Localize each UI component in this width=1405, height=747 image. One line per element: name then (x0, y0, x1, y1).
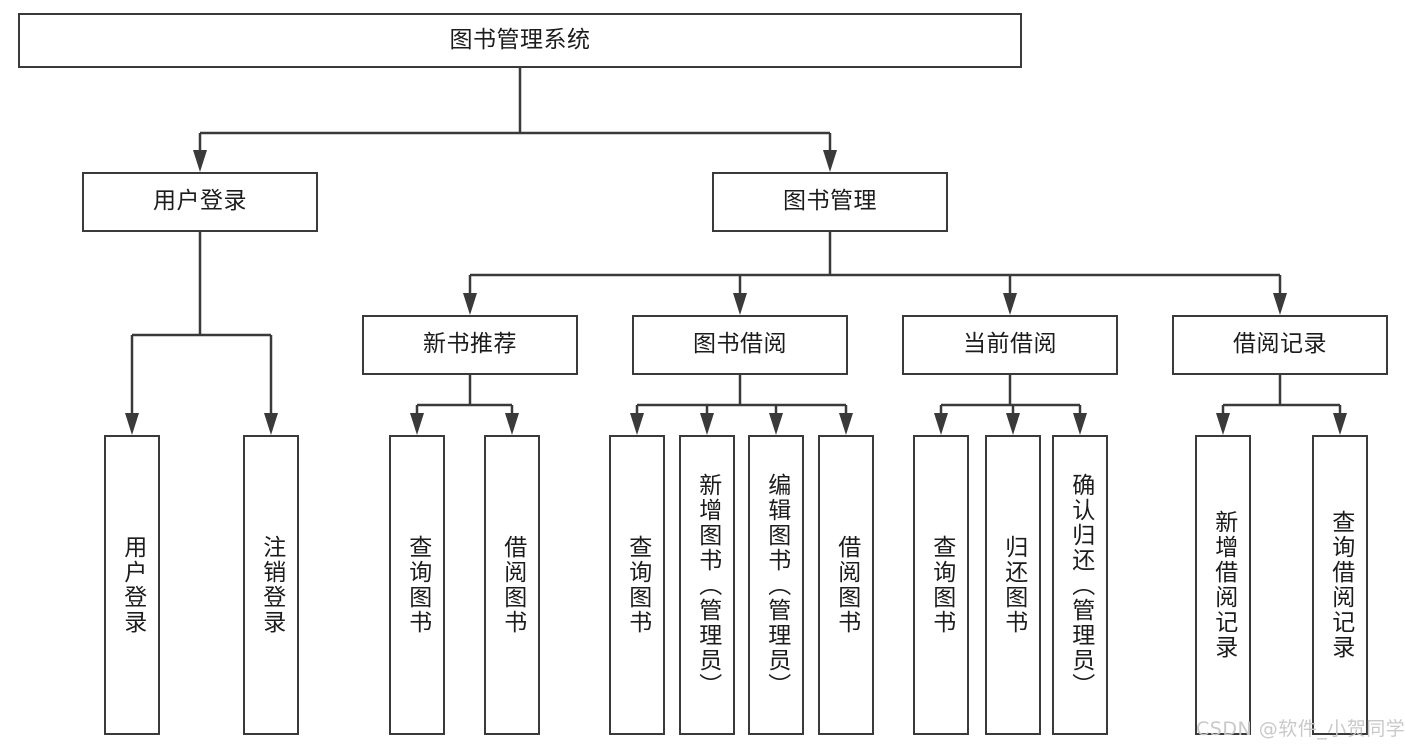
node-label: 借阅图书 (499, 535, 526, 635)
node-label: 新增借阅记录 (1210, 510, 1237, 660)
arrowhead-icon (463, 293, 477, 315)
node-user_login: 用户登录 (82, 172, 318, 232)
node-leaf_borrow_book_1: 借阅图书 (484, 435, 540, 735)
node-label: 查询图书 (624, 535, 651, 635)
node-label: 当前借阅 (963, 331, 1057, 358)
node-label: 图书管理 (783, 188, 877, 215)
arrowhead-icon (934, 413, 948, 435)
node-label: 图书管理系统 (449, 26, 591, 53)
node-leaf_edit_book: 编辑图书（管理员） (748, 435, 804, 735)
node-book_borrow: 图书借阅 (632, 315, 848, 375)
node-label: 新增图书（管理员） (694, 472, 721, 698)
node-label: 查询图书 (928, 535, 955, 635)
arrowhead-icon (839, 413, 853, 435)
node-label: 新书推荐 (423, 331, 517, 358)
node-leaf_return_book: 归还图书 (985, 435, 1041, 735)
node-leaf_logout: 注销登录 (243, 435, 299, 735)
arrowhead-icon (1006, 413, 1020, 435)
arrowhead-icon (823, 150, 837, 172)
node-leaf_add_record: 新增借阅记录 (1195, 435, 1251, 735)
watermark: CSDN @软件_小贺同学 (1196, 718, 1405, 740)
node-leaf_confirm_return: 确认归还（管理员） (1052, 435, 1108, 735)
arrowhead-icon (193, 150, 207, 172)
node-leaf_user_login: 用户登录 (104, 435, 160, 735)
node-leaf_borrow_book_2: 借阅图书 (818, 435, 874, 735)
arrowhead-icon (700, 413, 714, 435)
node-leaf_query_book_1: 查询图书 (389, 435, 445, 735)
node-new_book_rec: 新书推荐 (362, 315, 578, 375)
arrowhead-icon (1216, 413, 1230, 435)
node-leaf_add_book: 新增图书（管理员） (679, 435, 735, 735)
node-label: 归还图书 (1000, 535, 1027, 635)
node-label: 借阅记录 (1233, 331, 1327, 358)
node-leaf_query_book_3: 查询图书 (913, 435, 969, 735)
arrowhead-icon (733, 293, 747, 315)
arrowhead-icon (1333, 413, 1347, 435)
node-leaf_query_book_2: 查询图书 (609, 435, 665, 735)
node-label: 图书借阅 (693, 331, 787, 358)
arrowhead-icon (1073, 413, 1087, 435)
node-root: 图书管理系统 (18, 13, 1022, 68)
arrowhead-icon (125, 413, 139, 435)
node-label: 查询借阅记录 (1327, 510, 1354, 660)
node-label: 查询图书 (404, 535, 431, 635)
node-borrow_record: 借阅记录 (1172, 315, 1388, 375)
arrowhead-icon (505, 413, 519, 435)
arrowhead-icon (1003, 293, 1017, 315)
arrowhead-icon (630, 413, 644, 435)
arrowhead-icon (410, 413, 424, 435)
node-book_manage: 图书管理 (712, 172, 948, 232)
node-label: 确认归还（管理员） (1067, 472, 1094, 698)
arrowhead-icon (264, 413, 278, 435)
node-label: 用户登录 (153, 188, 247, 215)
node-current_borrow: 当前借阅 (902, 315, 1118, 375)
node-label: 注销登录 (258, 535, 285, 635)
arrowhead-icon (769, 413, 783, 435)
node-leaf_query_record: 查询借阅记录 (1312, 435, 1368, 735)
node-label: 用户登录 (119, 535, 146, 635)
node-label: 借阅图书 (833, 535, 860, 635)
node-label: 编辑图书（管理员） (763, 472, 790, 698)
arrowhead-icon (1273, 293, 1287, 315)
